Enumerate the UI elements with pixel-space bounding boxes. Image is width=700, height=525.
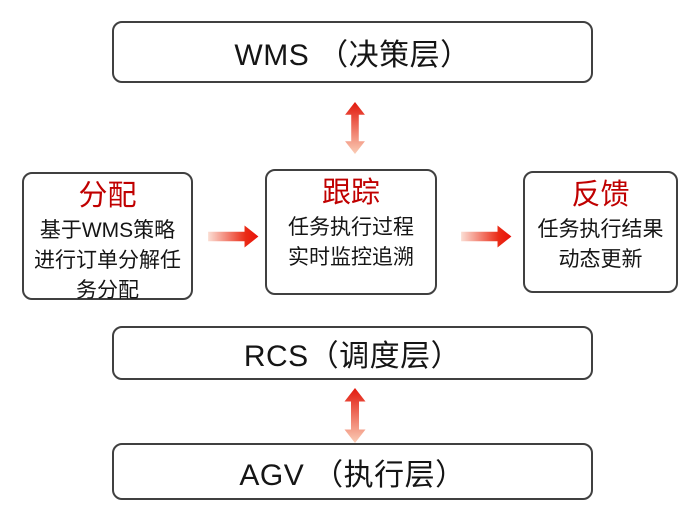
step-title-tracking: 跟踪 xyxy=(321,177,380,209)
agv-layer-label: AGV （执行层） xyxy=(239,458,466,492)
rcs-agv-updown-arrow-icon xyxy=(344,388,366,443)
wms-layer-label: WMS （决策层） xyxy=(234,39,471,72)
tracking-to-feedback-arrow-icon xyxy=(461,225,512,248)
wms-layer-box: WMS （决策层） xyxy=(112,21,593,83)
step-title-allocation: 分配 xyxy=(78,180,137,212)
step-body-tracking: 任务执行过程 实时监控追溯 xyxy=(288,216,414,269)
step-box-feedback: 反馈 任务执行结果 动态更新 xyxy=(523,171,678,293)
step-box-tracking: 跟踪 任务执行过程 实时监控追溯 xyxy=(265,169,437,295)
wms-updown-arrow-icon xyxy=(345,102,365,154)
step-body-allocation: 基于WMS策略 进行订单分解任 务分配 xyxy=(34,219,181,302)
step-box-allocation: 分配 基于WMS策略 进行订单分解任 务分配 xyxy=(22,172,193,302)
rcs-layer-label: RCS（调度层） xyxy=(243,340,462,373)
agv-layer-box: AGV （执行层） xyxy=(112,443,593,500)
allocation-to-tracking-arrow-icon xyxy=(208,225,259,248)
step-body-feedback: 任务执行结果 动态更新 xyxy=(537,218,664,271)
step-title-feedback: 反馈 xyxy=(571,179,630,211)
rcs-layer-box: RCS（调度层） xyxy=(112,326,593,380)
